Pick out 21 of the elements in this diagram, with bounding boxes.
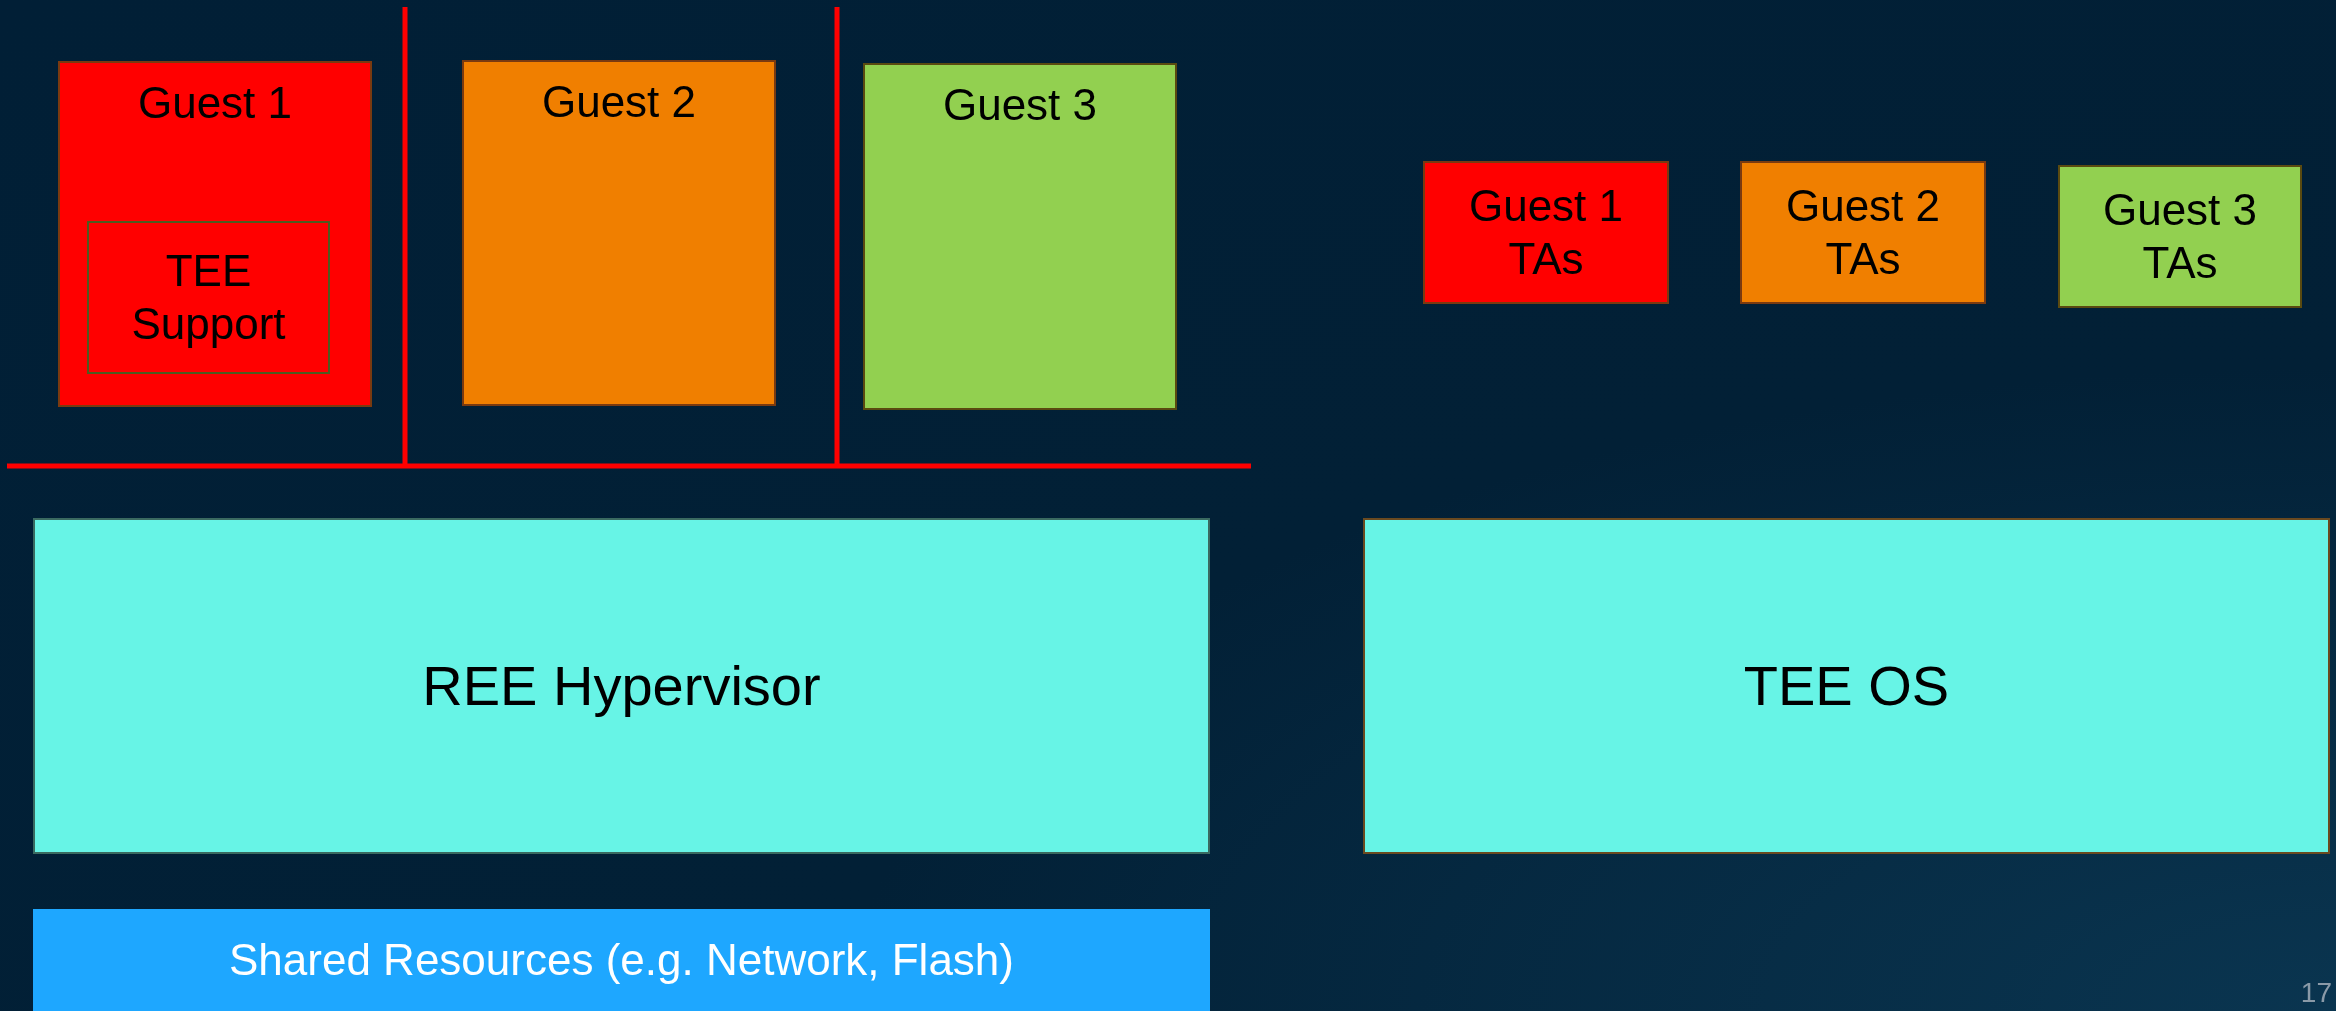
box-label: Shared Resources (e.g. Network, Flash) [229, 933, 1014, 986]
support-box [87, 221, 330, 374]
guest-box [462, 60, 776, 406]
shared-resources-bar [33, 909, 1210, 1011]
box-label: Guest 1 TAs [1467, 179, 1625, 285]
box-label: Guest 2 [541, 76, 697, 128]
guest-box [863, 63, 1177, 410]
box-label: Guest 2 TAs [1784, 179, 1942, 285]
os-box [1363, 518, 2330, 854]
box-label: REE Hypervisor [422, 653, 821, 720]
page-number: 17 [2300, 977, 2332, 1009]
trusted-app-box [1740, 161, 1986, 304]
box-label: Guest 3 TAs [2101, 183, 2259, 289]
box-label: Guest 3 [942, 79, 1098, 131]
trusted-app-box [1423, 161, 1669, 304]
box-label: Guest 1 [137, 77, 293, 129]
guest-box [58, 61, 372, 407]
hypervisor-box [33, 518, 1210, 854]
box-label: TEE OS [1743, 653, 1950, 720]
box-label: TEE Support [130, 244, 287, 350]
trusted-app-box [2058, 165, 2302, 308]
